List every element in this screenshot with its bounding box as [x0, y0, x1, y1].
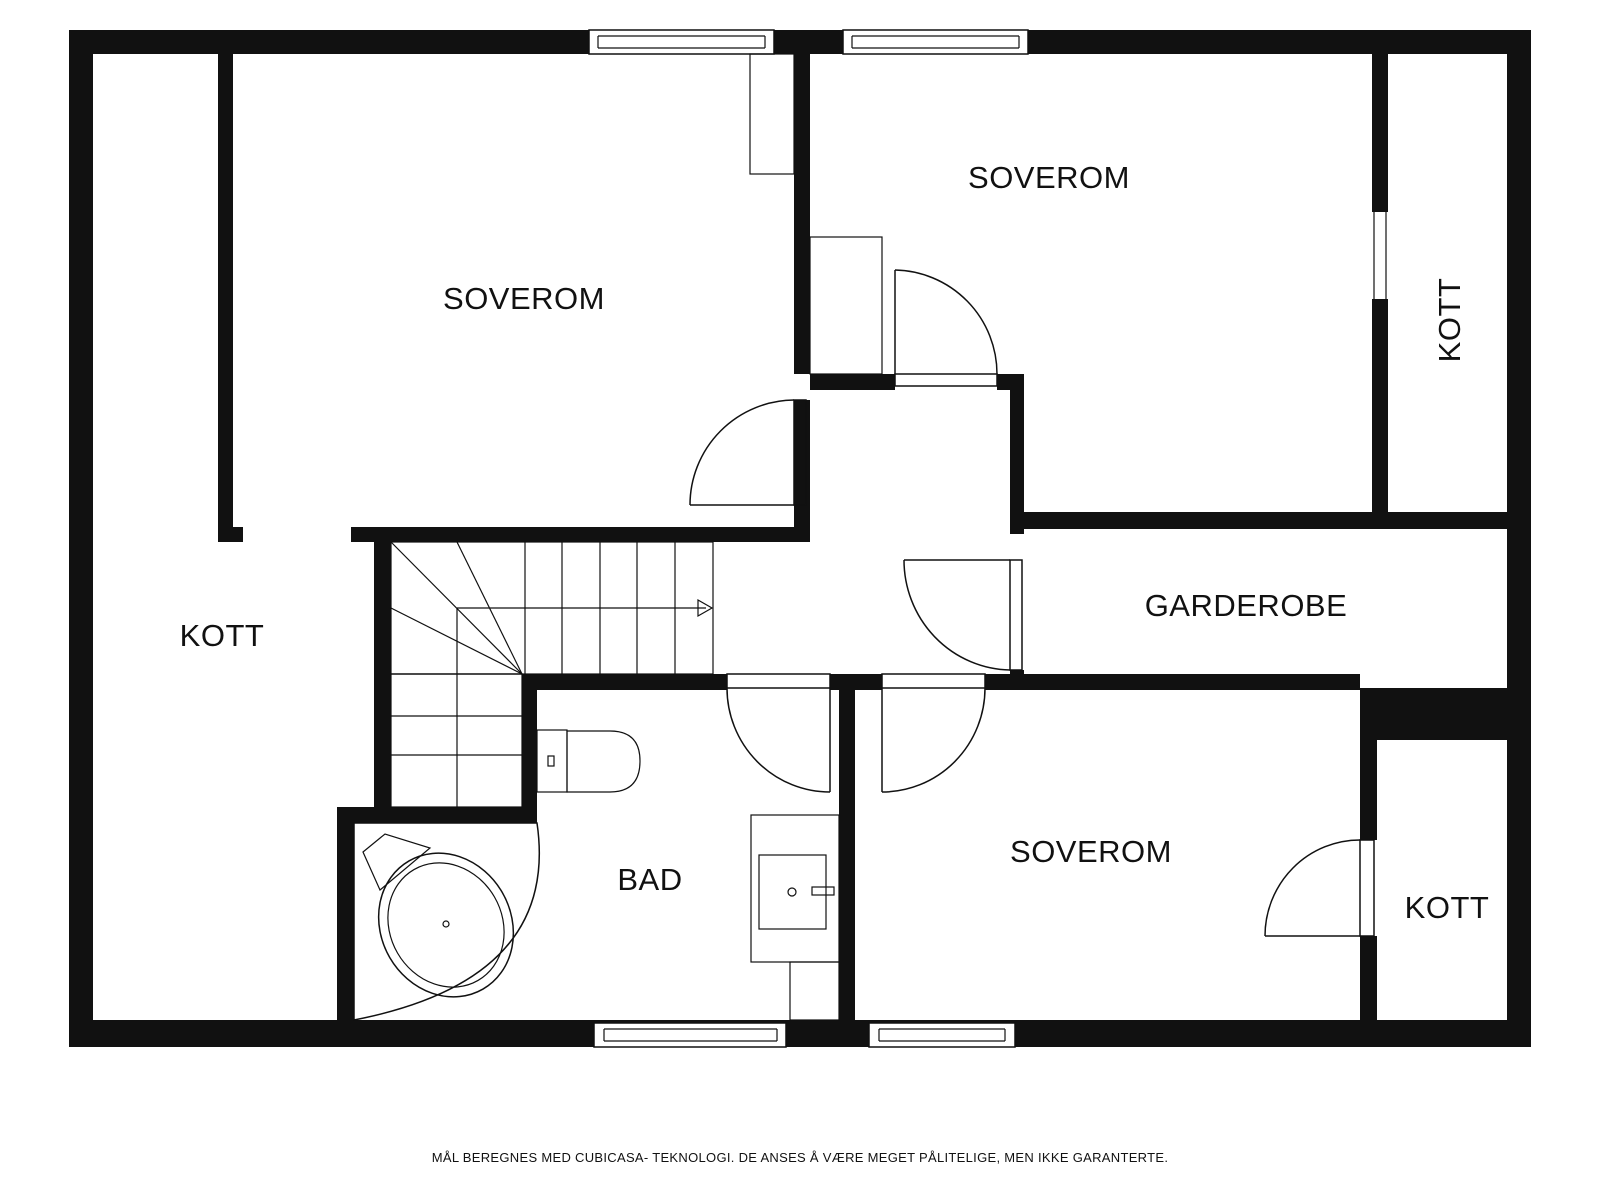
- disclaimer-text: MÅL BEREGNES MED CUBICASA- TEKNOLOGI. DE…: [431, 1150, 1169, 1165]
- label-bathroom: BAD: [617, 862, 682, 897]
- label-bedroom-top-right: SOVEROM: [968, 160, 1130, 195]
- cabinets: [749, 53, 883, 375]
- label-storage-bottom-right: KOTT: [1405, 890, 1490, 925]
- door-wardrobe: [903, 559, 1023, 671]
- bath-fixtures: [353, 729, 840, 1021]
- toilet: [536, 729, 641, 793]
- interior-walls: [218, 54, 1507, 1047]
- label-bedroom-bottom-right: SOVEROM: [1010, 834, 1172, 869]
- door-bathroom: [726, 673, 831, 793]
- door-bedroom-top-right: [894, 269, 998, 387]
- window-bottom-bedroom: [868, 1022, 1016, 1048]
- corner-bathtub: [353, 822, 541, 1021]
- staircase: [390, 541, 714, 808]
- label-wardrobe: GARDEROBE: [1145, 588, 1348, 623]
- room-labels: SOVEROM SOVEROM KOTT KOTT GARDEROBE BAD …: [180, 160, 1490, 925]
- door-storage-bottom-right: [1264, 839, 1375, 937]
- doors: [689, 212, 1387, 937]
- label-storage-left: KOTT: [180, 618, 265, 653]
- window-bath: [593, 1022, 787, 1048]
- window-top-right: [842, 29, 1029, 55]
- label-storage-top-right: KOTT: [1432, 278, 1467, 363]
- door-bedroom-bottom: [881, 673, 986, 793]
- window-top-left: [588, 29, 775, 55]
- label-bedroom-top-left: SOVEROM: [443, 281, 605, 316]
- windows: [588, 29, 1029, 1048]
- door-bedroom-top-left: [689, 399, 807, 506]
- sink-vanity: [750, 814, 840, 1021]
- opening-storage-top-right: [1373, 212, 1387, 299]
